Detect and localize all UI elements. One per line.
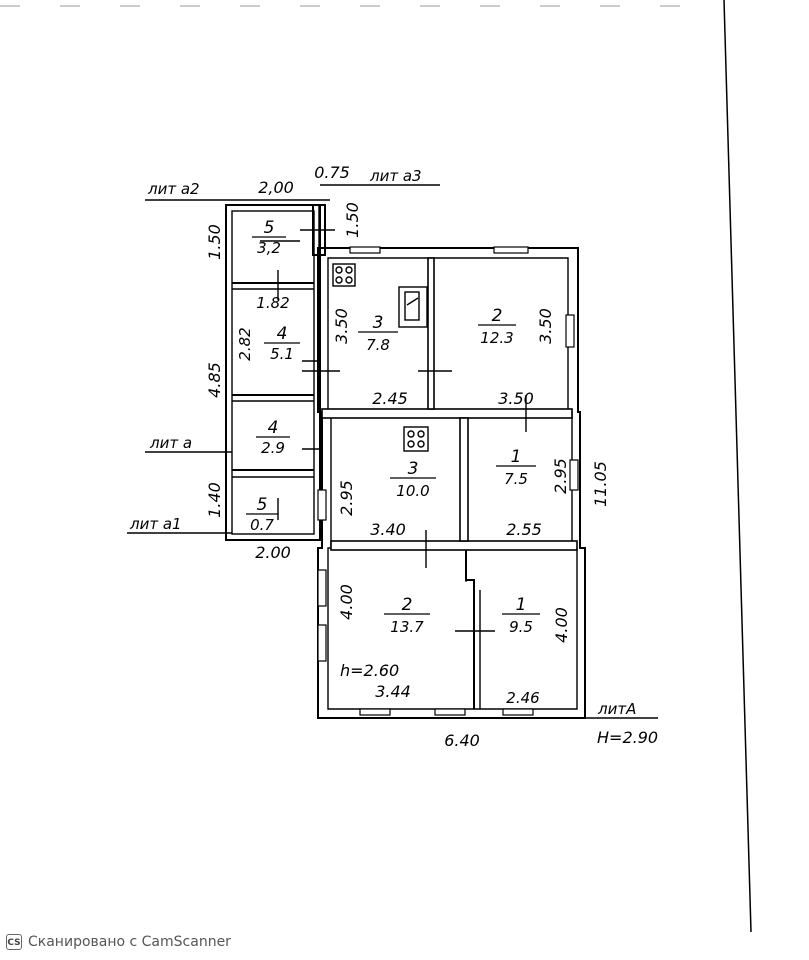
dimension-label: 2.82	[236, 327, 254, 360]
dimension-label: 3.44	[375, 682, 411, 701]
lit-label: лит а2	[147, 180, 200, 198]
room-area: 13.7	[390, 618, 424, 636]
dimension-label: 6.40	[444, 731, 480, 750]
dimension-label: 2.55	[506, 520, 542, 539]
room-number: 1	[511, 447, 522, 467]
lit-label: лит а1	[129, 515, 182, 533]
dimension-label: 1.82	[256, 294, 289, 312]
dimension-label: 11.05	[591, 461, 610, 507]
room-area: 3,2	[257, 239, 281, 257]
watermark-text: Сканировано с CamScanner	[28, 934, 231, 950]
room-number: 2	[402, 595, 413, 615]
room-area: 0.7	[250, 516, 274, 534]
dimension-label: 4.85	[205, 362, 224, 398]
room-number: 4	[277, 324, 288, 344]
room-area: 12.3	[480, 329, 513, 347]
room-area: 2.9	[261, 439, 285, 457]
dimension-label: 4.00	[337, 584, 356, 620]
dimension-label: 3.50	[536, 308, 555, 344]
room-area: 9.5	[509, 618, 533, 636]
lit-label: литА	[597, 700, 636, 718]
dimension-label: 1.40	[205, 482, 224, 518]
room-separators	[246, 236, 540, 615]
dimension-label: 2.00	[255, 543, 291, 562]
camscanner-logo-icon: CS	[6, 934, 22, 950]
dimension-label: 2.95	[551, 458, 570, 494]
dimension-label: 4.00	[552, 607, 571, 643]
room-number: 1	[516, 595, 527, 615]
room-area: 10.0	[396, 482, 429, 500]
camscanner-watermark: CS Сканировано с CamScanner	[6, 932, 231, 952]
dimension-label: 1.50	[205, 224, 224, 260]
stove-icon	[403, 426, 429, 452]
dimension-label: 3.50	[332, 308, 351, 344]
room-number: 3	[408, 459, 419, 479]
dimension-label: 0.75	[314, 163, 350, 182]
lit-leaders	[127, 184, 658, 719]
room-number: 4	[268, 418, 279, 438]
room-number: 2	[492, 306, 503, 326]
dimension-label: 2.45	[372, 389, 408, 408]
room-area: 5.1	[270, 345, 294, 363]
room-number: 5	[264, 218, 275, 238]
room-area: 7.5	[504, 470, 528, 488]
dimension-label: 2.46	[506, 689, 539, 707]
sink-icon	[398, 286, 428, 328]
dimension-label: 2.95	[337, 480, 356, 516]
stove-icon	[332, 263, 356, 287]
dimension-label: 3.40	[370, 520, 406, 539]
dimension-label: 1.50	[343, 202, 362, 238]
windows	[317, 246, 579, 716]
room-area: 7.8	[366, 336, 390, 354]
dimension-label: 3.50	[498, 389, 534, 408]
page-border-line	[723, 0, 752, 933]
lit-label: лит а3	[369, 167, 422, 185]
room-number: 3	[373, 313, 384, 333]
room-number: 5	[257, 495, 268, 515]
ceiling-height-label: h=2.60	[340, 661, 399, 680]
building-height-label: H=2.90	[597, 728, 658, 747]
dimension-label: 2,00	[258, 178, 294, 197]
lit-label: лит а	[149, 434, 192, 452]
